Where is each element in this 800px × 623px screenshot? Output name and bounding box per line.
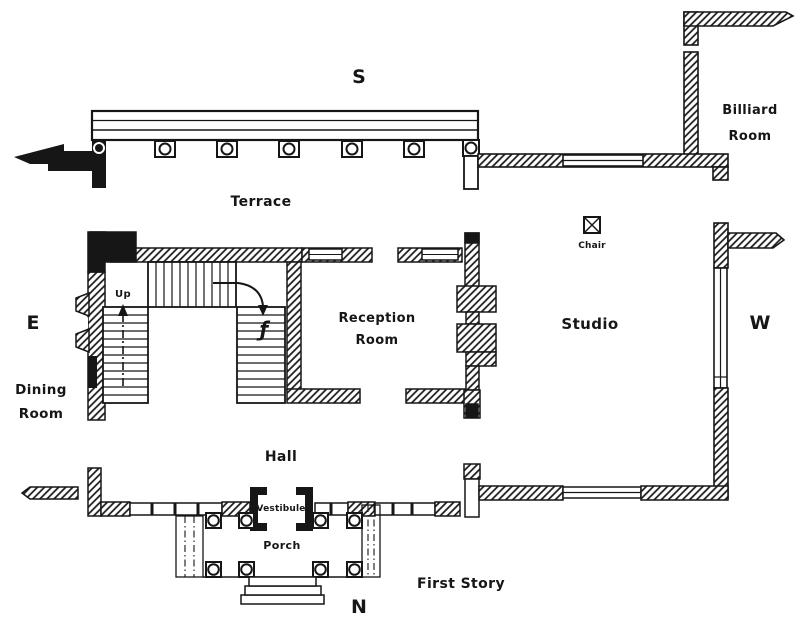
compass-north: N [351, 596, 367, 618]
label-chair: Chair [578, 241, 606, 251]
east-wall-bay-upper [75, 291, 90, 318]
north-walls [20, 463, 729, 518]
vestibule-walls [250, 487, 313, 531]
terrace-columns [154, 139, 480, 158]
terrace-arrow-wall [14, 144, 92, 171]
porch-right-pier [361, 504, 381, 578]
reception-walls [286, 247, 467, 404]
billiard-walls [683, 11, 795, 156]
label-terrace: Terrace [230, 194, 292, 210]
hall-top-wall [89, 231, 303, 263]
reception-window-left [308, 248, 343, 261]
west-window [713, 267, 728, 389]
label-up: Up [114, 289, 132, 300]
hall-window-band-c [374, 502, 436, 516]
label-studio: Studio [561, 315, 619, 333]
compass-west: W [749, 312, 771, 334]
stair-section-mark: ƒ [259, 317, 269, 341]
compass-south: S [352, 66, 366, 88]
label-dining-room: Dining Room [15, 382, 67, 422]
studio-west-wall [713, 222, 786, 499]
turn-arrow [213, 282, 268, 316]
up-arrow [118, 304, 128, 386]
label-vestibule: Vestibule [256, 504, 306, 514]
chimney-pier [456, 232, 497, 419]
compass-east: E [26, 312, 40, 334]
porch-steps [240, 576, 325, 605]
label-hall: Hall [264, 449, 298, 465]
label-porch: Porch [263, 539, 301, 552]
chair-icon [583, 216, 601, 234]
reception-window-right [421, 248, 459, 261]
staircase [102, 261, 286, 404]
porch-left-pier [175, 515, 204, 578]
terrace-left-corner-wall [14, 140, 106, 188]
east-wall-notch [80, 317, 88, 329]
terrace-right-corner-wall [463, 155, 479, 190]
studio-north-window [562, 154, 644, 167]
west-wall-stub [727, 232, 786, 249]
hall-studio-joint-stub [463, 463, 481, 480]
label-first-story: First Story [417, 576, 505, 592]
east-wall [75, 231, 106, 421]
studio-north-wall [477, 153, 729, 181]
stair-top-run [147, 261, 237, 308]
left-wall-stub [20, 486, 79, 500]
studio-south-window [562, 486, 642, 499]
label-reception-room: Reception Room [338, 311, 416, 348]
label-billiard-room: Billiard Room [722, 103, 778, 144]
porch-columns [205, 512, 363, 578]
east-wall-bay-lower [75, 327, 90, 354]
terrace-parapet [90, 109, 480, 142]
